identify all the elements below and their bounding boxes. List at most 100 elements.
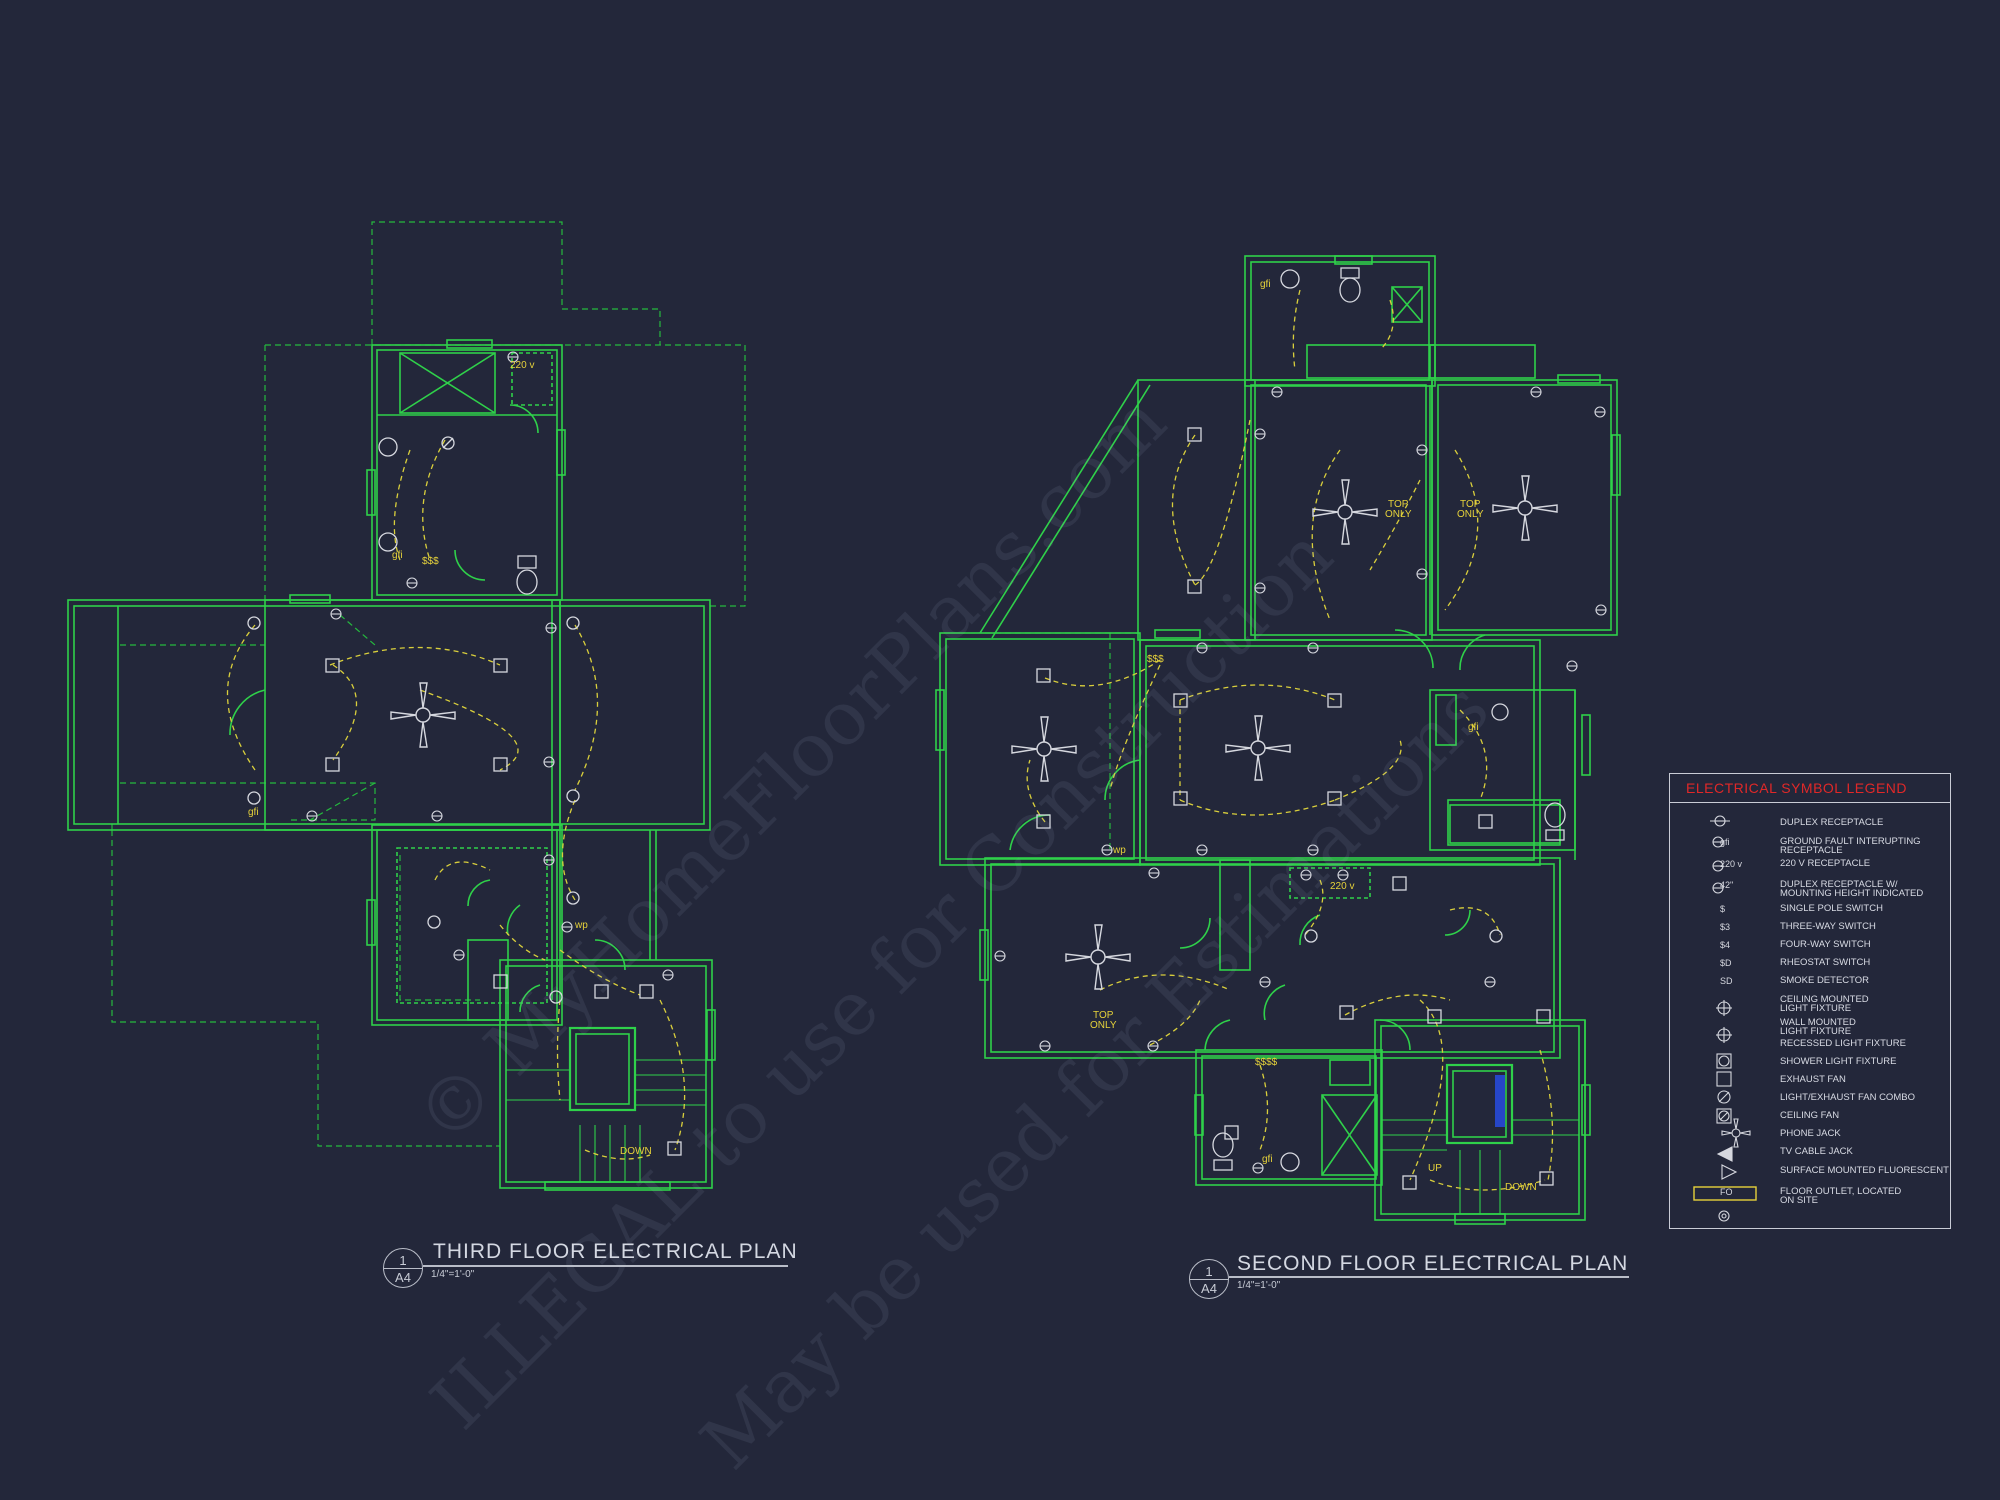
second-floor-note-up: UP — [1428, 1163, 1442, 1174]
second-floor-ceiling-fans — [1011, 475, 1558, 990]
rheostat-switch-icon: $D — [1720, 958, 1732, 968]
third-floor-note-down: DOWN — [620, 1146, 652, 1157]
second-floor-note-gfi-1: gfi — [1260, 279, 1271, 290]
second-floor-note-gfi-3: gfi — [1262, 1154, 1273, 1165]
second-floor-title-rule — [1229, 1276, 1629, 1278]
legend-label: 220 V RECEPTACLE — [1780, 858, 1871, 869]
second-floor-title-bubble: 1 A4 — [1189, 1259, 1229, 1299]
third-floor-note-switches: $$$ — [422, 556, 439, 567]
legend-label: SINGLE POLE SWITCH — [1780, 903, 1883, 914]
height-receptacle-icon: 42" — [1720, 880, 1734, 890]
legend-label: RECESSED LIGHT FIXTURE — [1780, 1038, 1906, 1049]
second-floor-plan — [935, 255, 1621, 1225]
legend-label: RHEOSTAT SWITCH — [1780, 957, 1871, 968]
tv-cable-jack-icon — [1698, 1145, 1758, 1165]
legend-row: CEILING MOUNTED LIGHT FIXTURE — [1670, 993, 1950, 1014]
three-way-switch-icon: $3 — [1720, 922, 1731, 932]
third-floor-roof-outline — [111, 221, 746, 1147]
third-floor-walls — [67, 339, 716, 1191]
legend-row: CEILING FAN — [1670, 1111, 1950, 1129]
legend-row: $D RHEOSTAT SWITCH — [1670, 958, 1950, 976]
legend-label: SURFACE MOUNTED FLUORESCENT — [1780, 1165, 1949, 1176]
legend-label: CEILING FAN — [1780, 1110, 1840, 1121]
third-floor-title-rule — [423, 1265, 788, 1267]
second-floor-scale: 1/4"=1'-0" — [1237, 1280, 1281, 1291]
legend-row: $4 FOUR-WAY SWITCH — [1670, 940, 1950, 958]
four-way-switch-icon: $4 — [1720, 940, 1731, 950]
recessed-light-icon — [1698, 1037, 1758, 1057]
second-floor-title-number: 1 — [1205, 1264, 1213, 1279]
second-floor-note-top-only-3: TOP ONLY — [1090, 1010, 1117, 1031]
third-floor-scale: 1/4"=1'-0" — [431, 1269, 475, 1280]
third-floor-note-gfi-1: gfi — [392, 550, 403, 561]
second-floor-title-sheet: A4 — [1201, 1281, 1217, 1296]
legend-row: TV CABLE JACK — [1670, 1147, 1950, 1165]
legend-header: ELECTRICAL SYMBOL LEGEND — [1670, 774, 1950, 803]
phone-jack-icon — [1698, 1127, 1758, 1147]
legend-label: WALL MOUNTED LIGHT FIXTURE — [1780, 1017, 1856, 1037]
third-floor-title-number: 1 — [399, 1253, 407, 1268]
legend-label: TV CABLE JACK — [1780, 1146, 1853, 1157]
second-floor-note-switches-3: $$$ — [1147, 654, 1164, 665]
third-floor-note-wp: wp — [575, 920, 588, 931]
legend-label: DUPLEX RECEPTACLE — [1780, 817, 1884, 828]
legend-row: gfi GROUND FAULT INTERUPTING RECEPTACLE — [1670, 836, 1950, 856]
second-floor-note-switches-4: $$$$ — [1255, 1057, 1278, 1068]
legend-label: THREE-WAY SWITCH — [1780, 921, 1876, 932]
legend-row: 220 v 220 V RECEPTACLE — [1670, 859, 1950, 877]
third-floor-ceiling-fan — [390, 682, 456, 748]
third-floor-wiring — [226, 439, 686, 1160]
second-floor-note-top-only-2: TOP ONLY — [1457, 499, 1484, 520]
floor-outlet-icon: FO — [1720, 1187, 1733, 1197]
legend-label: EXHAUST FAN — [1780, 1074, 1846, 1085]
second-floor-note-wp: wp — [1113, 845, 1126, 856]
second-floor-wiring — [1026, 289, 1554, 1191]
legend-symbols — [1693, 815, 1757, 1222]
single-pole-switch-icon: $ — [1720, 904, 1726, 914]
third-floor-title-sheet: A4 — [395, 1270, 411, 1285]
light-exhaust-fan-icon — [1698, 1091, 1758, 1111]
wall-light-icon — [1698, 1016, 1758, 1036]
220v-receptacle-icon: 220 v — [1720, 859, 1743, 869]
legend-row: EXHAUST FAN — [1670, 1075, 1950, 1093]
legend-label: LIGHT/EXHAUST FAN COMBO — [1780, 1092, 1915, 1103]
smoke-detector-icon: SD — [1720, 976, 1733, 986]
legend-row: SHOWER LIGHT FIXTURE — [1670, 1057, 1950, 1075]
legend-row: LIGHT/EXHAUST FAN COMBO — [1670, 1093, 1950, 1111]
third-floor-note-gfi-2: gfi — [248, 807, 259, 818]
third-floor-receptacles — [306, 351, 674, 981]
exhaust-fan-icon — [1698, 1073, 1758, 1093]
ceiling-light-icon — [1698, 993, 1758, 1013]
second-floor-title: SECOND FLOOR ELECTRICAL PLAN — [1237, 1252, 1629, 1275]
shower-light-icon — [1698, 1055, 1758, 1075]
second-floor-receptacles — [994, 386, 1607, 1174]
legend-label: FOUR-WAY SWITCH — [1780, 939, 1871, 950]
third-floor-note-220v: 220 v — [510, 360, 535, 371]
third-floor-title: THIRD FLOOR ELECTRICAL PLAN — [433, 1240, 798, 1263]
legend-row: 42" DUPLEX RECEPTACLE W/ MOUNTING HEIGHT … — [1670, 879, 1950, 899]
legend-label: DUPLEX RECEPTACLE W/ MOUNTING HEIGHT IND… — [1780, 879, 1924, 899]
legend-label: GROUND FAULT INTERUPTING RECEPTACLE — [1780, 836, 1921, 856]
legend-row: PHONE JACK — [1670, 1129, 1950, 1147]
fluorescent-icon — [1698, 1164, 1758, 1184]
second-floor-walls — [935, 255, 1621, 1225]
legend-row: $3 THREE-WAY SWITCH — [1670, 922, 1950, 940]
duplex-receptacle-icon — [1698, 816, 1758, 836]
legend-row: $ SINGLE POLE SWITCH — [1670, 904, 1950, 922]
second-floor-note-220v: 220 v — [1330, 881, 1355, 892]
third-floor-title-bubble: 1 A4 — [383, 1248, 423, 1288]
second-floor-note-down: DOWN — [1505, 1182, 1537, 1193]
third-floor-plan — [67, 221, 746, 1191]
second-floor-note-gfi-2: gfi — [1468, 722, 1479, 733]
legend-label: CEILING MOUNTED LIGHT FIXTURE — [1780, 994, 1869, 1014]
legend-row: RECESSED LIGHT FIXTURE — [1670, 1039, 1950, 1057]
ceiling-fan-icon — [1698, 1109, 1758, 1129]
legend-row: WALL MOUNTED LIGHT FIXTURE — [1670, 1016, 1950, 1037]
gfi-receptacle-icon: gfi — [1720, 837, 1730, 847]
third-floor-fixtures — [247, 436, 682, 1156]
legend-label: PHONE JACK — [1780, 1128, 1841, 1139]
legend-label: SHOWER LIGHT FIXTURE — [1780, 1056, 1897, 1067]
